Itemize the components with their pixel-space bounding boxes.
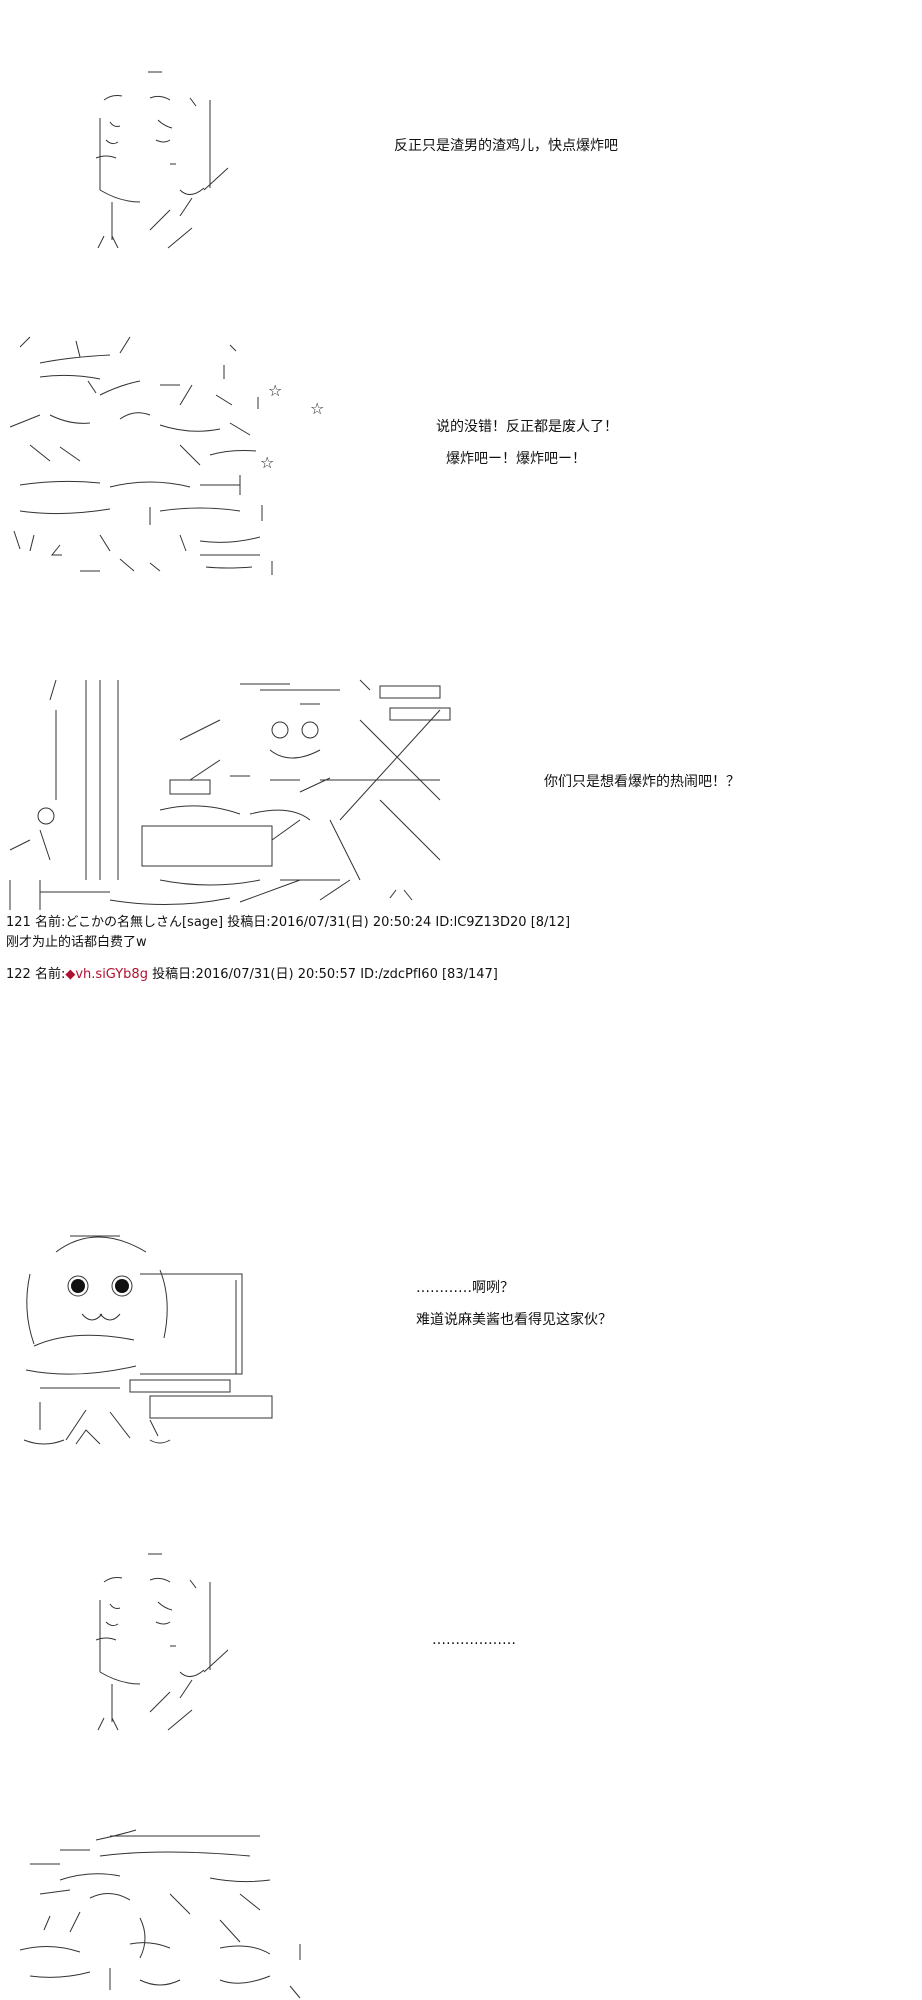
post-count: [8/12]	[530, 915, 571, 930]
post-name-label: 名前:	[34, 967, 66, 982]
aa-partial-character	[19, 1829, 301, 1999]
star-icon: ☆	[268, 381, 283, 400]
dialog-line: ………………	[432, 1632, 516, 1648]
post-number: 122	[6, 967, 31, 982]
aa-character-2	[95, 1553, 229, 1731]
post-number: 121	[6, 915, 31, 930]
aa-character-1	[95, 71, 229, 249]
post-name-label: 名前:	[34, 915, 66, 930]
panel-2: ☆ ☆ ☆ 说的没错！反正都是废人了！ 爆炸吧ー！爆炸吧ー！	[0, 335, 922, 595]
post-id: ID:lC9Z13D20	[435, 915, 527, 930]
post-id: ID:/zdcPfI60	[360, 967, 438, 982]
dialog-line: 你们只是想看爆炸的热闹吧！？	[544, 774, 740, 790]
post-name: どこかの名無しさん[sage]	[65, 915, 224, 930]
panel-6	[0, 1820, 922, 2000]
post-date-label: 投稿日:	[152, 967, 196, 982]
post-date: 2016/07/31(日) 20:50:24	[270, 915, 432, 930]
star-icon: ☆	[310, 399, 325, 418]
dialog-line: 说的没错！反正都是废人了！	[436, 419, 618, 435]
panel-1: 反正只是渣男的渣鸡儿，快点爆炸吧	[0, 40, 922, 249]
post-header: 122 名前:◆vh.siGYb8g 投稿日:2016/07/31(日) 20:…	[6, 966, 498, 984]
star-icon: ☆	[260, 453, 275, 472]
panel-3: 你们只是想看爆炸的热闹吧！？	[0, 679, 922, 910]
dialog-line: 反正只是渣男的渣鸡儿，快点爆炸吧	[394, 138, 618, 154]
panel-4: …………啊咧？ 难道说麻美酱也看得见这家伙？	[0, 1230, 922, 1470]
post-header: 121 名前:どこかの名無しさん[sage] 投稿日:2016/07/31(日)…	[6, 914, 570, 932]
aa-crowd-with-signs	[9, 679, 451, 910]
panel-5: ………………	[0, 1520, 922, 1731]
post-date-label: 投稿日:	[227, 915, 271, 930]
dialog-line: 爆炸吧ー！爆炸吧ー！	[446, 451, 586, 467]
dialog-line: 难道说麻美酱也看得见这家伙？	[416, 1312, 612, 1328]
post-date: 2016/07/31(日) 20:50:57	[195, 967, 357, 982]
aa-explosion-character	[9, 336, 273, 575]
post-count: [83/147]	[441, 967, 498, 982]
post-body: 刚才为止的话都白费了w	[6, 935, 147, 950]
aa-round-face-character	[23, 1235, 273, 1445]
post-trip-name: ◆vh.siGYb8g	[65, 967, 148, 982]
dialog-line: …………啊咧？	[416, 1280, 514, 1296]
